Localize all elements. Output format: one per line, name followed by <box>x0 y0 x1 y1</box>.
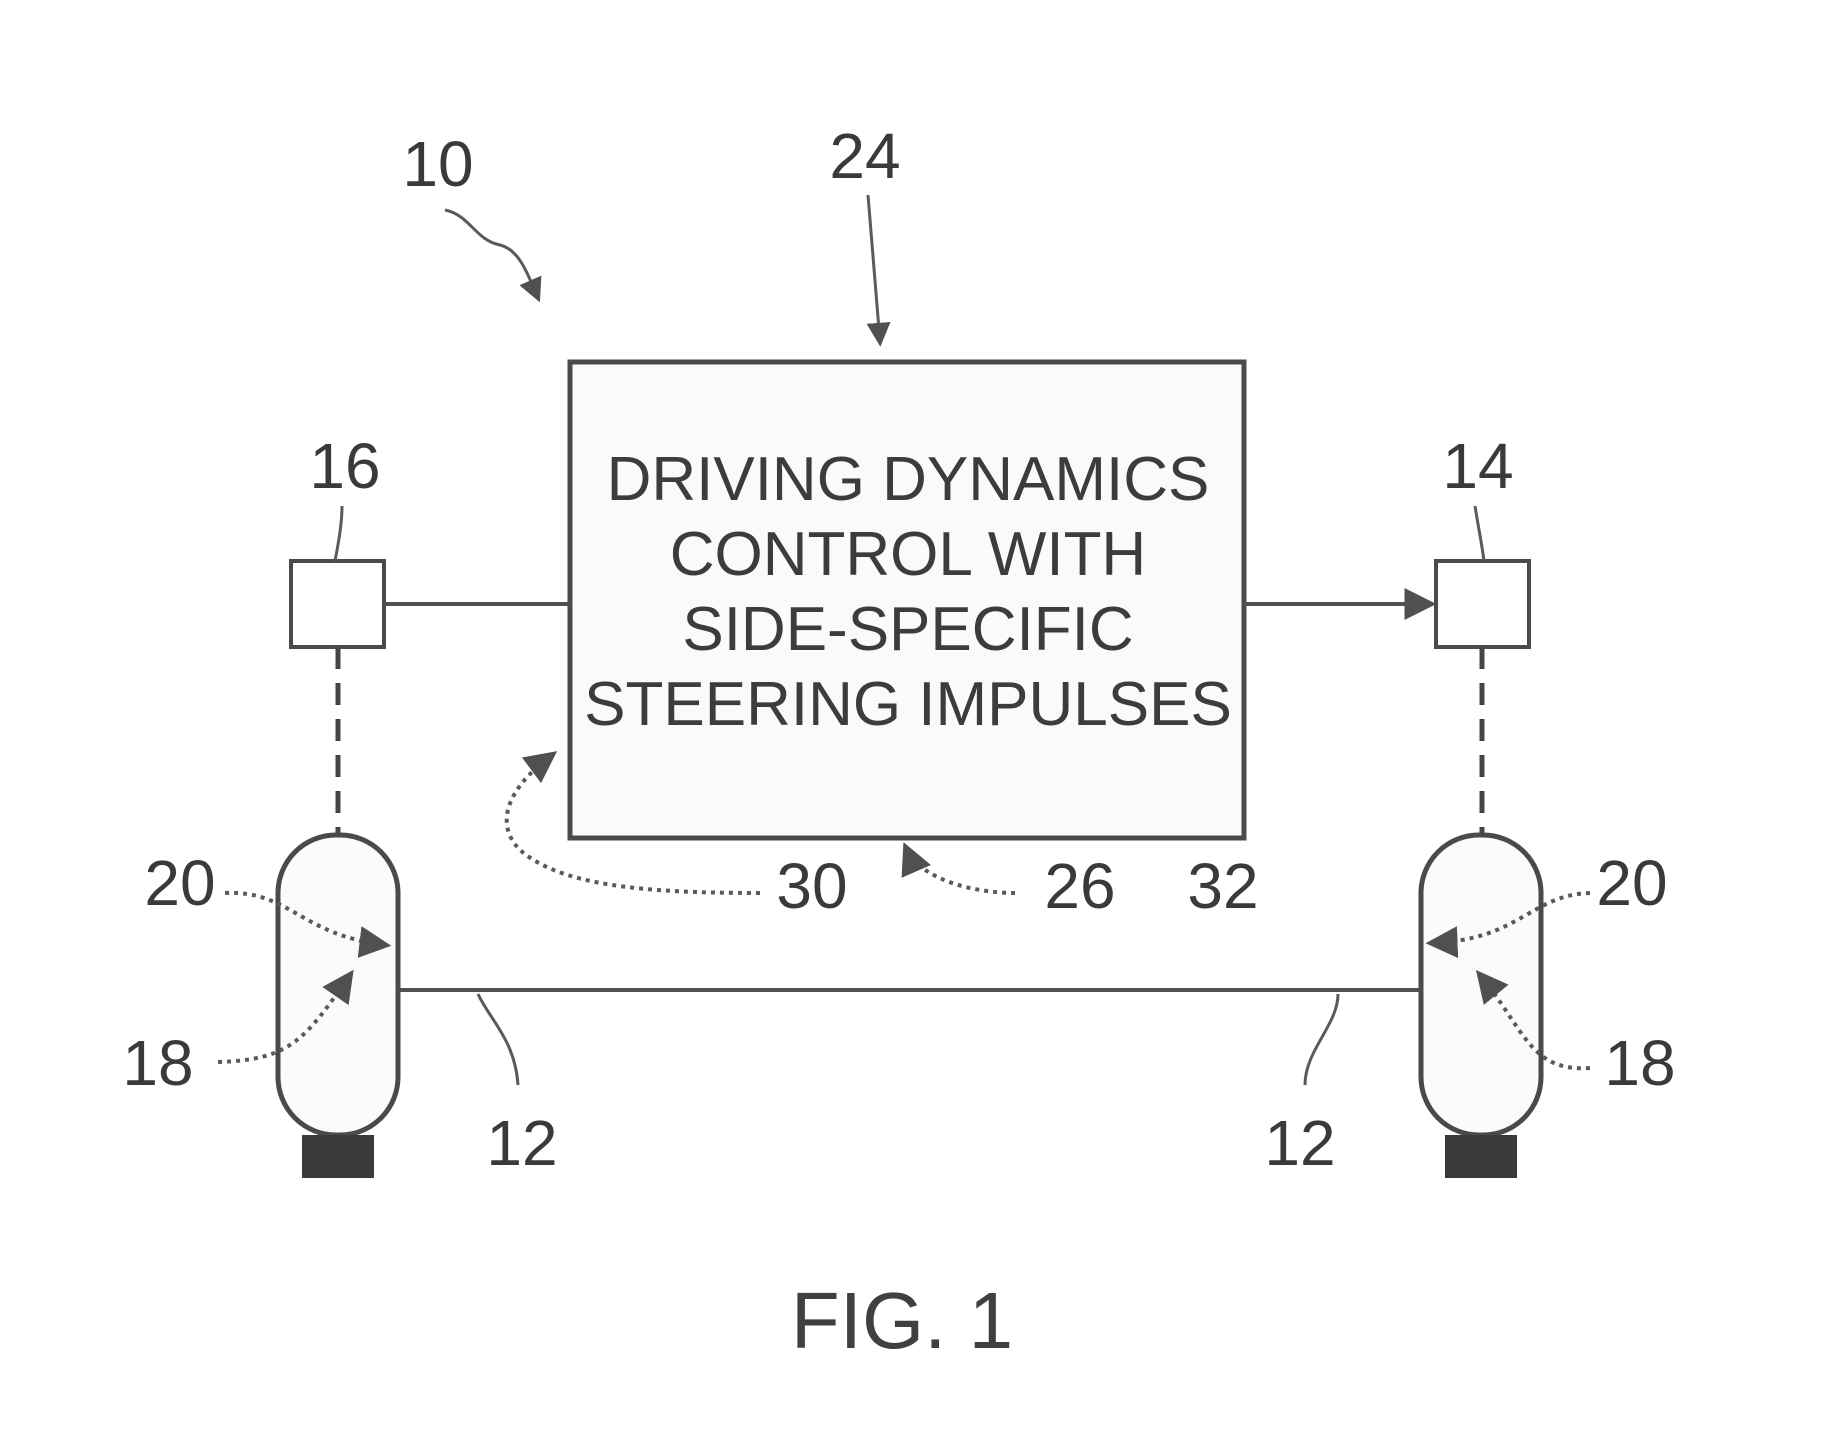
tire-tread-left <box>302 1135 374 1178</box>
label-16: 16 <box>309 430 380 502</box>
leader-30 <box>504 751 761 895</box>
label-14: 14 <box>1442 430 1513 502</box>
controller-text-line-4: STEERING IMPULSES <box>584 670 1232 739</box>
controller-box <box>567 359 1247 841</box>
leader-20-left <box>224 890 392 958</box>
leader-12-left <box>476 993 520 1086</box>
label-12-right: 12 <box>1264 1107 1335 1179</box>
sensor-box-14 <box>1434 559 1531 649</box>
leader-20-right <box>1425 891 1591 959</box>
label-18-right: 18 <box>1604 1027 1675 1099</box>
tire-tread-right <box>1445 1135 1517 1178</box>
controller-text-line-2: CONTROL WITH <box>670 520 1146 589</box>
figure-caption: FIG. 1 <box>791 1276 1013 1365</box>
label-24: 24 <box>829 120 900 192</box>
label-10: 10 <box>402 128 473 200</box>
label-32: 32 <box>1187 850 1258 922</box>
label-20-left: 20 <box>144 847 215 919</box>
wheel-left <box>275 832 401 1138</box>
label-18-left: 18 <box>122 1027 193 1099</box>
sensor-box-16 <box>289 559 386 649</box>
controller-text-line-1: DRIVING DYNAMICS <box>607 445 1210 514</box>
leader-16 <box>333 505 344 562</box>
leader-12-right <box>1303 993 1340 1086</box>
leader-10 <box>444 208 542 303</box>
leader-26 <box>901 842 1016 895</box>
leader-14 <box>1473 505 1486 562</box>
label-20-right: 20 <box>1596 847 1667 919</box>
leader-24 <box>866 194 891 347</box>
controller-text-line-3: SIDE-SPECIFIC <box>682 595 1133 664</box>
label-26: 26 <box>1044 850 1115 922</box>
label-12-left: 12 <box>486 1107 557 1179</box>
leader-18-right <box>1475 970 1591 1071</box>
label-30: 30 <box>776 850 847 922</box>
wheel-right <box>1418 832 1544 1138</box>
